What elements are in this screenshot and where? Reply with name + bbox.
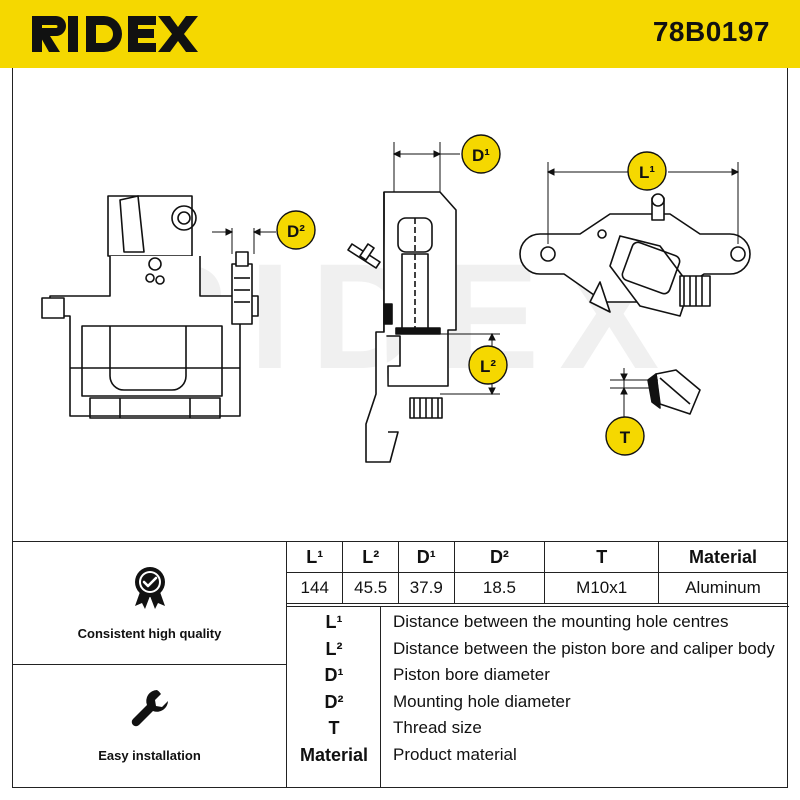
spec-header-d1: D¹	[397, 542, 455, 573]
spec-header-material: Material	[658, 542, 787, 573]
spec-header-d2: D²	[453, 542, 546, 573]
legend-row: Material Product material	[287, 742, 789, 769]
info-panel: Consistent high quality Easy installatio…	[12, 542, 789, 788]
spec-value-t: M10x1	[544, 572, 660, 604]
header-bar: 78B0197	[0, 0, 800, 68]
legend-key: Material	[299, 745, 369, 765]
d1-badge: D¹	[461, 134, 501, 174]
spec-value-row: 144 45.5 37.9 18.5 M10x1 Aluminum	[287, 572, 787, 604]
feature-column: Consistent high quality Easy installatio…	[13, 542, 287, 787]
legend-row: D¹ Piston bore diameter	[287, 662, 789, 689]
legend-desc: Distance between the mounting hole centr…	[393, 612, 729, 631]
feature-quality-label: Consistent high quality	[77, 626, 222, 641]
badge-check-icon	[135, 567, 165, 609]
t-badge: T	[605, 416, 645, 456]
part-number: 78B0197	[652, 16, 770, 47]
wrench-icon	[131, 690, 168, 727]
feature-installation-label: Easy installation	[98, 748, 201, 763]
l1-dimension	[546, 162, 740, 244]
caliper-top-view	[519, 193, 751, 317]
legend-row: D² Mounting hole diameter	[287, 689, 789, 716]
t-dimension	[610, 368, 658, 418]
l1-badge: L¹	[627, 151, 667, 191]
spec-header-l1: L¹	[287, 542, 344, 573]
legend-row: T Thread size	[287, 715, 789, 742]
spec-header-row: L¹ L² D¹ D² T Material	[287, 542, 787, 573]
svg-text:D¹: D¹	[472, 146, 490, 165]
svg-text:L²: L²	[480, 357, 496, 376]
legend-desc: Piston bore diameter	[393, 665, 550, 684]
d2-dimension	[212, 228, 276, 254]
legend-desc: Mounting hole diameter	[393, 692, 571, 711]
legend: L¹ Distance between the mounting hole ce…	[287, 606, 789, 787]
legend-key: D¹	[324, 665, 344, 685]
legend-row: L¹ Distance between the mounting hole ce…	[287, 609, 789, 636]
legend-key: T	[328, 718, 340, 738]
l2-dimension	[440, 332, 500, 396]
caliper-front-view	[41, 195, 259, 419]
spec-table: L¹ L² D¹ D² T Material 144 45.5 37.9 18.…	[287, 542, 787, 604]
caliper-section-view	[347, 191, 457, 463]
spec-value-material: Aluminum	[658, 572, 787, 604]
l2-badge: L²	[468, 345, 508, 385]
legend-desc: Distance between the piston bore and cal…	[393, 639, 775, 658]
spec-value-d2: 18.5	[453, 572, 546, 604]
drawing-frame	[12, 68, 788, 542]
feature-quality: Consistent high quality	[13, 542, 286, 665]
legend-desc: Product material	[393, 745, 517, 764]
svg-text:D²: D²	[287, 222, 305, 241]
feature-installation: Easy installation	[13, 664, 286, 786]
svg-text:L¹: L¹	[639, 163, 655, 182]
d2-badge: D²	[276, 210, 316, 250]
svg-text:T: T	[620, 428, 631, 447]
legend-key-column	[287, 607, 381, 787]
legend-row: L² Distance between the piston bore and …	[287, 636, 789, 663]
spec-value-d1: 37.9	[397, 572, 455, 604]
technical-drawing: RIDEX	[41, 134, 751, 463]
d1-dimension	[392, 142, 460, 192]
spec-header-t: T	[544, 542, 660, 573]
thread-detail	[647, 369, 701, 415]
spec-header-l2: L²	[342, 542, 399, 573]
legend-desc: Thread size	[393, 718, 482, 737]
spec-value-l1: 144	[287, 572, 344, 604]
spec-value-l2: 45.5	[342, 572, 399, 604]
legend-key: D²	[324, 692, 344, 712]
ridex-logo	[32, 16, 198, 52]
legend-key: L¹	[325, 612, 343, 632]
legend-key: L²	[325, 639, 343, 659]
